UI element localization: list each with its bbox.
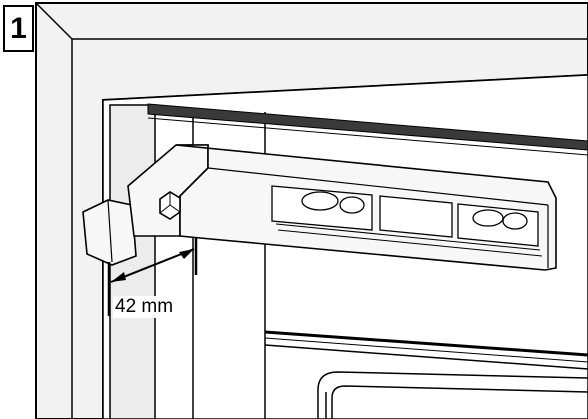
curved-handle xyxy=(317,371,588,419)
step-number-badge: 1 xyxy=(3,5,34,52)
lower-rails xyxy=(264,330,588,370)
dimension-42mm xyxy=(107,237,198,316)
dimension-label: 42 mm xyxy=(113,296,176,318)
dimension-arrow-left xyxy=(111,272,126,282)
bracket-ribs xyxy=(271,185,543,257)
door-seal-strip xyxy=(147,103,588,156)
dimension-arrow-right xyxy=(179,249,194,259)
